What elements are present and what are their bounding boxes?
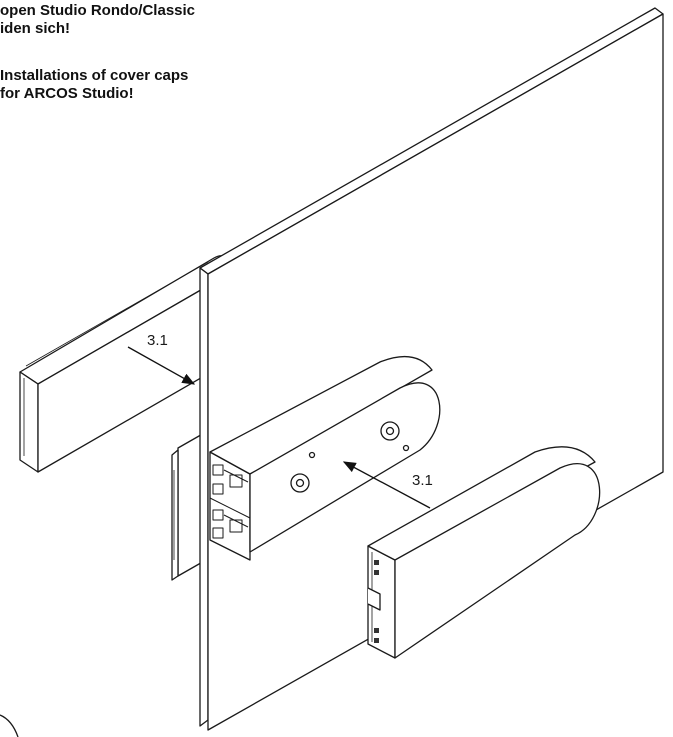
arrow-left-cap [127,346,196,385]
left-cover-cap [19,255,233,473]
callout-right-label: 3.1 [412,472,433,489]
glass-panel [199,7,664,731]
clamp-back-plate [171,431,207,581]
english-note-line-2: for ARCOS Studio! [0,85,134,102]
german-instruction-note: open Studio Rondo/Classic iden sich! [0,2,195,38]
right-cover-cap [367,446,601,659]
english-instruction-note: Installations of cover caps for ARCOS St… [0,67,188,103]
german-note-line-2: iden sich! [0,20,71,37]
clamp-jaw-details [212,464,249,539]
edge-mark [0,714,19,737]
installation-arrows [127,346,431,509]
callout-left-label: 3.1 [147,332,168,349]
german-note-line-1: open Studio Rondo/Classic [0,2,196,19]
arrow-right-cap [342,461,431,509]
english-note-line-1: Installations of cover caps [0,67,189,84]
